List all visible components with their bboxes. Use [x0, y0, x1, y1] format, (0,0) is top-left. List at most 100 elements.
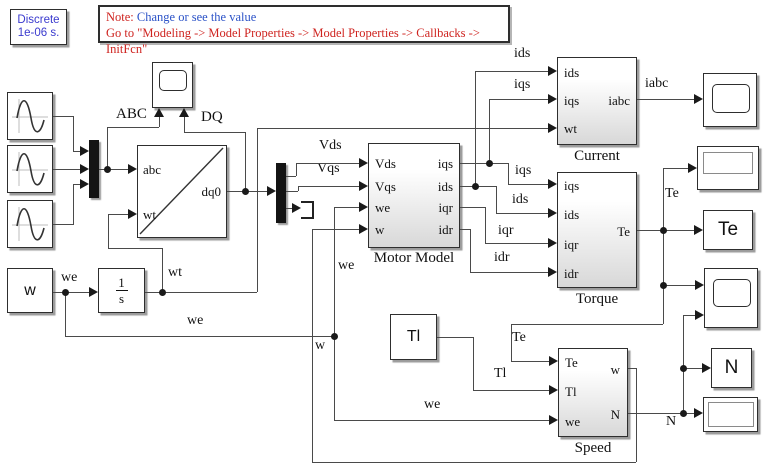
wire	[312, 229, 360, 231]
wire	[511, 361, 551, 363]
port-label: we	[375, 200, 391, 215]
arrowhead	[548, 267, 557, 277]
port-label: ids	[564, 207, 580, 222]
current-block[interactable]: ids iqs wt iabc	[557, 57, 637, 145]
wire	[257, 128, 259, 292]
wire	[334, 207, 360, 209]
wire	[475, 71, 549, 73]
integrator-block[interactable]: 1 s	[98, 268, 145, 313]
signal-label-iabc: iabc	[645, 76, 669, 91]
signal-label-w: w	[315, 338, 326, 353]
scope-screen	[159, 70, 187, 91]
display-value-area	[708, 402, 754, 427]
branch-dot	[331, 333, 338, 340]
branch-dot	[660, 227, 667, 234]
arrowhead	[694, 94, 703, 104]
sine-wave-source-2[interactable]	[7, 145, 53, 193]
wire	[257, 128, 548, 130]
arrowhead	[80, 179, 89, 189]
demux-block[interactable]	[276, 163, 286, 223]
wire	[53, 224, 74, 226]
branch-dot	[680, 365, 687, 372]
arrowhead	[80, 164, 89, 174]
arrowhead	[548, 94, 557, 104]
wire	[683, 315, 685, 413]
wire	[663, 230, 665, 324]
tl-source-label: Tl	[406, 328, 421, 345]
branch-dot	[104, 166, 111, 173]
wire	[508, 163, 510, 184]
w-source-block[interactable]: w	[7, 268, 53, 313]
signal-label-dq: DQ	[201, 109, 223, 125]
display-te[interactable]	[697, 146, 759, 190]
wire	[65, 336, 334, 338]
branch-dot	[680, 410, 687, 417]
wire	[628, 368, 636, 370]
wire	[312, 462, 636, 464]
abc-dq0-transform-block[interactable]: abc wt dq0	[137, 145, 227, 238]
sine-wave-icon	[12, 207, 48, 241]
mux-block[interactable]	[89, 140, 99, 198]
motor-model-name: Motor Model	[373, 250, 455, 266]
wire	[108, 248, 162, 250]
arrowhead	[80, 146, 89, 156]
port-label: Te	[565, 355, 578, 370]
arrowhead	[548, 238, 557, 248]
arrowhead	[154, 108, 164, 117]
sine-wave-icon	[12, 152, 48, 186]
port-label: iqs	[437, 156, 453, 171]
wire	[53, 116, 74, 118]
wire	[473, 390, 551, 392]
n-tag-block[interactable]: N	[711, 348, 752, 388]
motor-model-block[interactable]: Vds Vqs we w iqs ids iqr idr	[368, 143, 460, 248]
te-tag-block[interactable]: Te	[703, 210, 753, 250]
arrowhead	[128, 164, 137, 174]
wire	[485, 243, 549, 245]
signal-label-wt: wt	[168, 265, 182, 280]
scope-abc-dq[interactable]	[152, 62, 193, 108]
port-label: ids	[437, 179, 453, 194]
wire	[184, 132, 245, 134]
port-label: Tl	[565, 384, 577, 399]
sine-wave-source-1[interactable]	[7, 92, 53, 140]
scope-iabc[interactable]	[703, 73, 757, 127]
signal-label-we: we	[61, 270, 78, 285]
wire	[53, 169, 81, 171]
diagonal-icon	[139, 147, 224, 235]
display-n[interactable]	[703, 397, 758, 432]
wire	[334, 420, 550, 422]
port-label: wt	[564, 121, 577, 136]
wire	[73, 184, 75, 224]
wire	[286, 191, 298, 193]
speed-block[interactable]: Te Tl we w N	[558, 348, 628, 437]
sine-wave-source-3[interactable]	[7, 200, 53, 248]
signal-label-ids: ids	[514, 46, 531, 61]
torque-block[interactable]: iqs ids iqr idr Te	[557, 172, 637, 288]
wire	[312, 229, 314, 462]
port-label: we	[565, 414, 581, 429]
arrowhead	[359, 158, 368, 168]
sine-wave-icon	[12, 99, 48, 133]
port-label: idr	[564, 266, 579, 281]
wire	[636, 368, 638, 462]
wire	[637, 99, 696, 101]
branch-dot	[242, 188, 249, 195]
signal-label-ids: ids	[512, 192, 529, 207]
port-label: w	[610, 362, 620, 377]
port-label: iqr	[564, 237, 579, 252]
note-annotation[interactable]: Note: Change or see the value Go to "Mod…	[98, 5, 510, 56]
arrowhead	[549, 356, 558, 366]
scope-te-n[interactable]	[704, 268, 758, 328]
current-name: Current	[574, 148, 620, 164]
terminator-block[interactable]	[301, 201, 314, 219]
wire	[511, 324, 663, 326]
tl-source-block[interactable]: Tl	[390, 314, 437, 360]
port-label: iqs	[564, 178, 580, 193]
branch-dot	[62, 289, 69, 296]
wire	[663, 285, 697, 287]
port-label: Vds	[375, 156, 396, 171]
fraction-bar	[115, 289, 128, 292]
wire	[73, 116, 75, 151]
